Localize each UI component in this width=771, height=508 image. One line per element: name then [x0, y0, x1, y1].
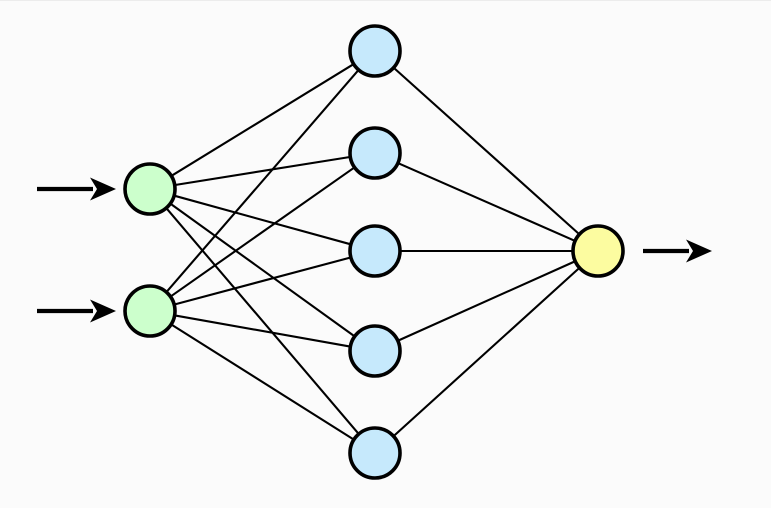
edge-i2-h1 [164, 67, 361, 295]
node-circle-h3[interactable] [348, 224, 402, 278]
edge-i1-h2 [172, 155, 353, 187]
input-arrow-1 [37, 177, 116, 201]
edge-i2-h3 [171, 256, 354, 306]
edge-i1-h5 [164, 206, 361, 436]
output-arrow [643, 239, 712, 263]
node-h4[interactable] [348, 324, 402, 378]
edge-i1-h4 [168, 201, 357, 339]
node-circle-h2[interactable] [348, 126, 402, 180]
node-h2[interactable] [348, 126, 402, 180]
node-i2[interactable] [123, 284, 177, 338]
nodes-group [123, 24, 625, 480]
input-arrow-2-head [90, 299, 116, 323]
edge-i2-h4 [172, 314, 353, 348]
edge-h2-o1 [395, 161, 578, 243]
edge-i2-h2 [168, 165, 357, 299]
io-arrows-group [37, 177, 712, 323]
node-circle-h4[interactable] [348, 324, 402, 378]
node-h3[interactable] [348, 224, 402, 278]
node-o1[interactable] [571, 224, 625, 278]
edge-i2-h5 [169, 322, 356, 442]
node-h1[interactable] [348, 24, 402, 78]
input-arrow-2 [37, 299, 116, 323]
node-h5[interactable] [348, 426, 402, 480]
edge-i1-h1 [169, 62, 356, 178]
node-circle-h5[interactable] [348, 426, 402, 480]
node-circle-i1[interactable] [123, 162, 177, 216]
edge-h1-o1 [391, 65, 582, 237]
input-arrow-1-head [90, 177, 116, 201]
output-arrow-head [686, 239, 712, 263]
edges-group [164, 62, 582, 442]
node-circle-o1[interactable] [571, 224, 625, 278]
node-circle-h1[interactable] [348, 24, 402, 78]
edge-i1-h3 [171, 194, 354, 246]
edge-h4-o1 [395, 259, 578, 343]
node-circle-i2[interactable] [123, 284, 177, 338]
node-i1[interactable] [123, 162, 177, 216]
edge-h5-o1 [391, 265, 582, 439]
